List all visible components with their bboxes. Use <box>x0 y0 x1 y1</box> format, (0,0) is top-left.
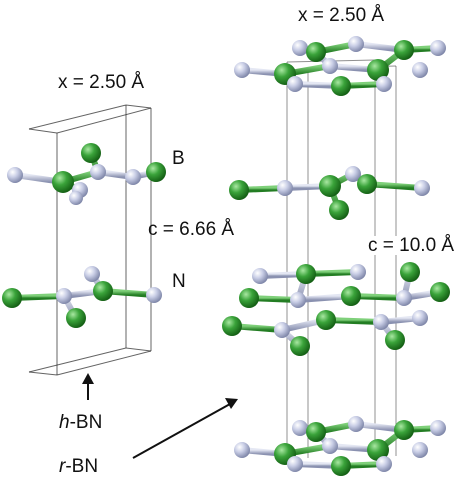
h-bn-arrow-head <box>82 373 94 384</box>
nitrogen-atom <box>345 166 361 182</box>
boron-atom <box>66 308 86 328</box>
h-bn-lattice-c-label: c = 6.66 Å <box>148 219 235 240</box>
r-bn-name: r-BN <box>59 457 98 476</box>
boron-atom <box>367 439 389 461</box>
nitrogen-atom <box>125 169 141 185</box>
boron-atom <box>341 286 361 306</box>
boron-atom <box>331 456 351 476</box>
h-bn-cell-edge <box>28 104 127 130</box>
boron-atom <box>316 310 336 330</box>
boron-label: B <box>172 148 185 169</box>
nitrogen-atom <box>90 164 106 180</box>
nitrogen-atom <box>252 268 268 284</box>
nitrogen-atom <box>274 322 290 338</box>
nitrogen-atom <box>277 180 293 196</box>
r-bn-arrow-head <box>225 398 238 409</box>
atomic-layers <box>2 36 450 476</box>
nitrogen-atom <box>290 292 306 308</box>
nitrogen-atom <box>373 314 389 330</box>
pointer-arrows <box>82 373 238 459</box>
nitrogen-atom <box>414 180 430 196</box>
boron-atom <box>2 288 22 308</box>
boron-atom <box>290 336 310 356</box>
boron-atom <box>229 180 249 200</box>
nitrogen-atom <box>234 442 250 458</box>
h-bn-cell-edge <box>56 107 152 134</box>
r-bn-lattice-x-label: x = 2.50 Å <box>298 5 385 26</box>
h-bn-name: h-BN <box>59 413 102 432</box>
nitrogen-atom <box>412 442 428 458</box>
nitrogen-atom <box>322 438 338 454</box>
nitrogen-atom <box>322 58 338 74</box>
h-bn-cell-edge <box>28 371 58 376</box>
boron-atom <box>296 264 316 284</box>
r-bn-suffix: -BN <box>65 456 99 477</box>
nitrogen-atom <box>7 167 23 183</box>
nitrogen-atom <box>396 290 412 306</box>
nitrogen-atom <box>292 40 308 56</box>
boron-atom <box>331 76 351 96</box>
nitrogen-atom <box>234 62 250 78</box>
boron-atom <box>146 162 166 182</box>
boron-atom <box>430 282 450 302</box>
h-bn-suffix: -BN <box>69 412 103 433</box>
boron-atom <box>394 40 414 60</box>
nitrogen-atom <box>350 264 366 280</box>
nitrogen-atom <box>69 191 83 205</box>
nitrogen-label: N <box>172 271 186 292</box>
boron-atom <box>385 330 405 350</box>
boron-atom <box>52 171 74 193</box>
r-bn-lattice-c-label: c = 10.0 Å <box>366 235 457 256</box>
nitrogen-atom <box>348 36 364 52</box>
h-bn-lattice-x-label: x = 2.50 Å <box>58 72 145 93</box>
boron-atom <box>367 59 389 81</box>
h-bn-prefix: h <box>59 412 70 433</box>
h-bn-cell-edge <box>56 350 152 376</box>
h-bn-cell-edge <box>28 128 58 134</box>
nitrogen-atom <box>412 62 428 78</box>
boron-atom <box>306 422 326 442</box>
boron-atom <box>239 288 259 308</box>
h-bn-cell-edge <box>125 104 152 109</box>
nitrogen-atom <box>430 420 446 436</box>
boron-atom <box>319 175 341 197</box>
r-bn-arrow <box>132 403 231 459</box>
nitrogen-atom <box>376 76 392 92</box>
nitrogen-atom <box>292 420 308 436</box>
boron-atom <box>400 262 420 282</box>
unit-cell-outlines <box>28 59 397 458</box>
boron-atom <box>329 200 349 220</box>
boron-atom <box>93 281 113 301</box>
nitrogen-atom <box>56 288 72 304</box>
nitrogen-atom <box>430 40 446 56</box>
nitrogen-atom <box>376 456 392 472</box>
boron-atom <box>81 143 101 163</box>
boron-atom <box>306 42 326 62</box>
nitrogen-atom <box>287 456 303 472</box>
r-bn-prefix: r <box>59 456 66 477</box>
nitrogen-atom <box>84 266 100 282</box>
boron-atom <box>357 174 377 194</box>
nitrogen-atom <box>348 416 364 432</box>
h-bn-cell-edge <box>125 347 152 352</box>
nitrogen-atom <box>412 310 428 326</box>
nitrogen-atom <box>146 287 162 303</box>
h-bn-cell-edge <box>28 347 127 373</box>
nitrogen-atom <box>287 76 303 92</box>
boron-atom <box>222 316 242 336</box>
boron-atom <box>394 420 414 440</box>
